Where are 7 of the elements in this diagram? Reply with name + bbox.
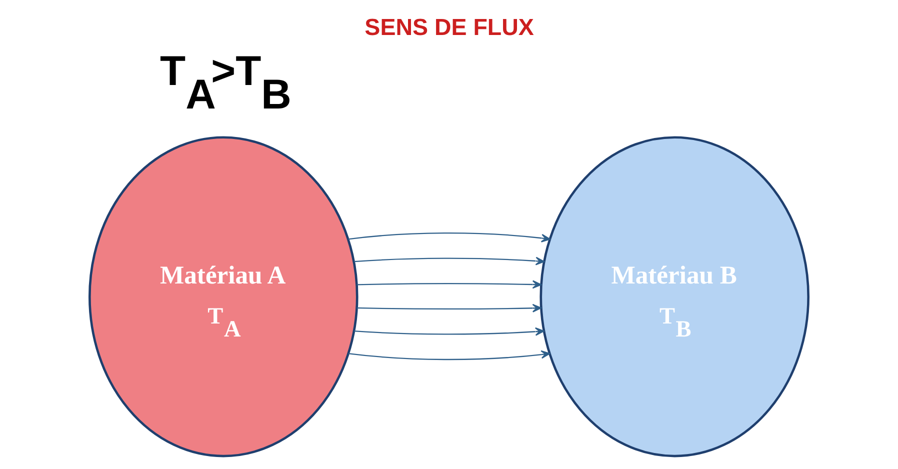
diagram-title: SENS DE FLUX: [364, 14, 534, 40]
arrow: [354, 256, 545, 266]
arrow: [348, 232, 550, 242]
arrow: [354, 327, 544, 336]
arrow: [348, 350, 550, 360]
arrow: [356, 304, 542, 312]
arrow: [356, 280, 542, 289]
